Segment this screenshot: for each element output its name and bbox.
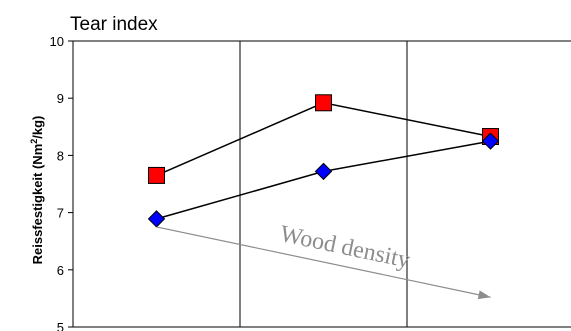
y-tick-label: 5	[57, 320, 64, 331]
plot-area	[72, 40, 571, 328]
annotation-layer: Wood density	[156, 221, 491, 300]
y-tick-label: 9	[57, 91, 64, 106]
chart-title: Tear index	[70, 14, 158, 35]
y-axis-label: Reissfestigkeit (Nm2/kg)	[29, 116, 45, 265]
series-layer	[147, 94, 500, 228]
y-axis: 5 6 7 8 9 10	[50, 34, 73, 331]
y-tick-label: 6	[57, 263, 64, 278]
y-axis-label-superscript: 2	[29, 139, 39, 144]
y-axis-label-main: Reissfestigkeit (Nm	[30, 144, 45, 265]
data-point-square	[148, 166, 165, 184]
data-point-diamond	[481, 132, 500, 150]
annotation-text: Wood density	[278, 221, 413, 274]
data-point-diamond	[147, 210, 166, 228]
annotation-arrow-head	[477, 290, 491, 300]
y-tick-label: 10	[50, 34, 64, 49]
y-tick-label: 8	[57, 148, 64, 163]
y-axis-label-end: /kg)	[30, 116, 45, 139]
y-tick-label: 7	[57, 206, 64, 221]
data-point-diamond	[314, 162, 333, 181]
annotation-arrow-line	[156, 226, 491, 298]
data-point-square	[315, 94, 332, 112]
series-diamond	[147, 132, 500, 228]
